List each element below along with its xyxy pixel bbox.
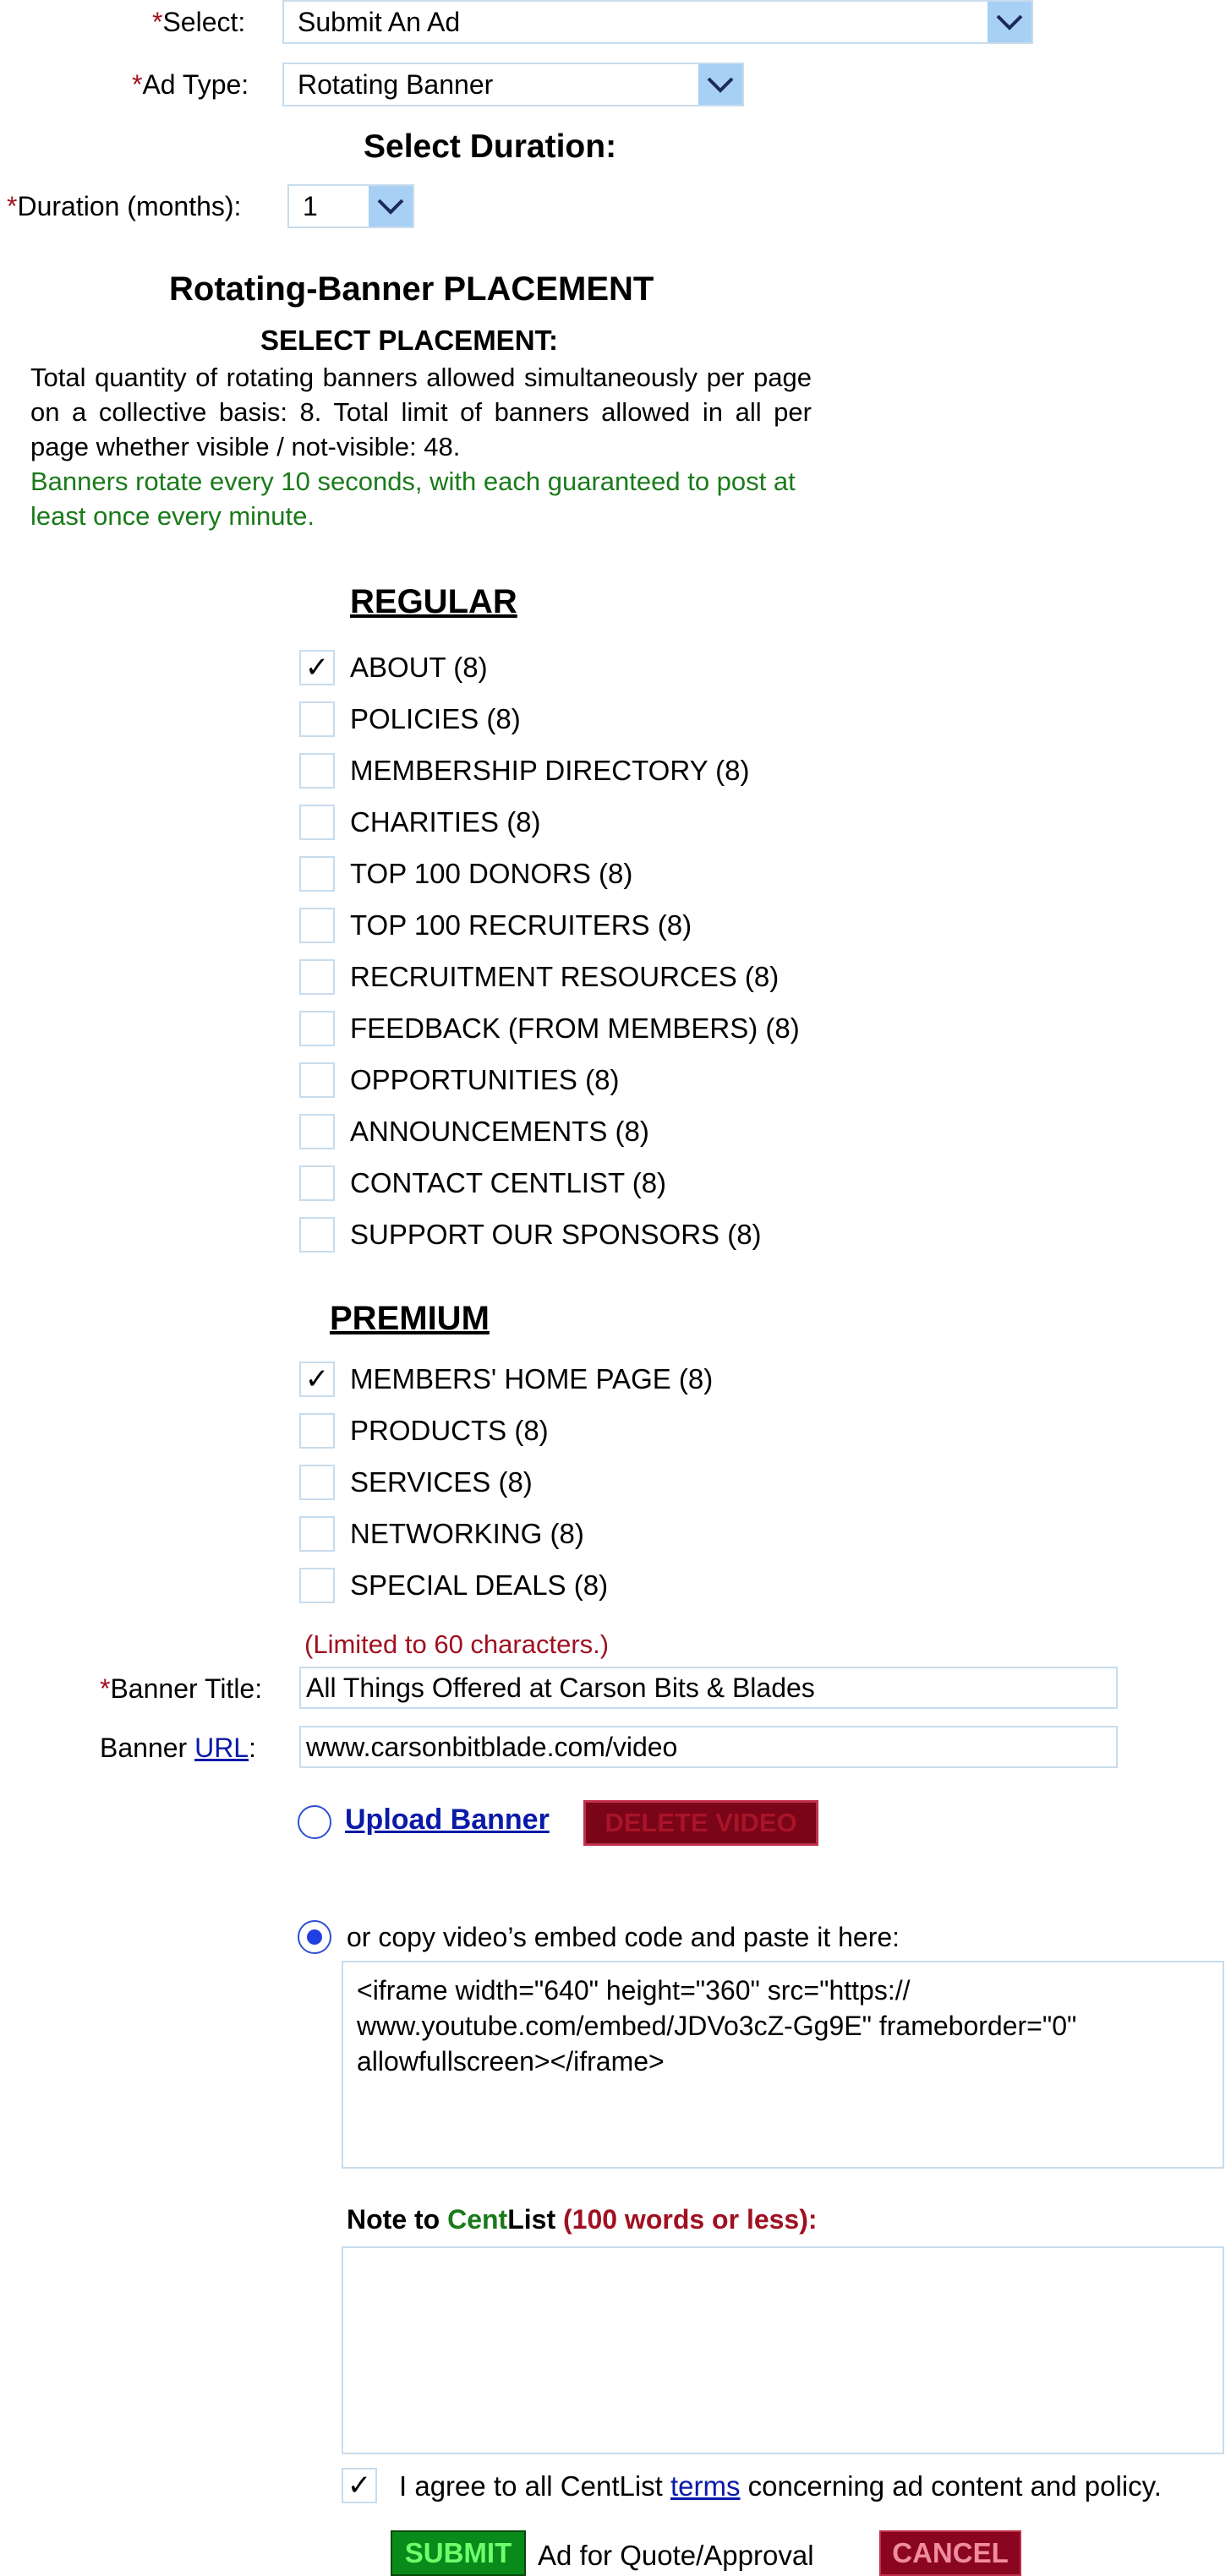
agree-text: I agree to all CentList terms concerning…: [399, 2470, 1162, 2502]
regular-placement-checkbox[interactable]: [299, 1062, 335, 1098]
premium-placement-option[interactable]: NETWORKING (8): [299, 1515, 584, 1553]
regular-placement-option[interactable]: TOP 100 DONORS (8): [299, 855, 632, 892]
duration-value: 1: [303, 191, 318, 221]
regular-placement-label: TOP 100 DONORS (8): [350, 858, 633, 889]
submit-suffix-text: Ad for Quote/Approval: [538, 2540, 814, 2571]
regular-placement-label: CONTACT CENTLIST (8): [350, 1167, 667, 1198]
regular-placement-option[interactable]: POLICIES (8): [299, 701, 521, 738]
regular-placement-label: POLICIES (8): [350, 703, 521, 734]
chevron-down-icon[interactable]: [988, 2, 1031, 42]
duration-dropdown[interactable]: 1: [287, 184, 414, 228]
check-icon: ✓: [304, 1363, 330, 1395]
upload-banner-radio[interactable]: [298, 1805, 331, 1839]
agree-checkbox[interactable]: ✓: [342, 2468, 377, 2503]
regular-placement-label: TOP 100 RECRUITERS (8): [350, 909, 692, 941]
select-dropdown[interactable]: Submit An Ad: [282, 0, 1033, 44]
regular-placement-option[interactable]: TOP 100 RECRUITERS (8): [299, 907, 692, 944]
check-icon: ✓: [304, 652, 330, 684]
ad-type-label: *Ad Type:: [132, 69, 249, 100]
premium-placement-checkbox[interactable]: [299, 1465, 335, 1500]
regular-placement-label: FEEDBACK (FROM MEMBERS) (8): [350, 1012, 800, 1044]
delete-video-button[interactable]: DELETE VIDEO: [583, 1800, 818, 1846]
embed-code-radio[interactable]: [298, 1920, 331, 1954]
premium-placement-option[interactable]: PRODUCTS (8): [299, 1412, 549, 1449]
regular-placement-checkbox[interactable]: [299, 1011, 335, 1046]
premium-placement-label: NETWORKING (8): [350, 1518, 584, 1549]
duration-label: *Duration (months):: [7, 191, 242, 221]
regular-placement-label: ABOUT (8): [350, 652, 488, 683]
regular-placement-checkbox[interactable]: [299, 959, 335, 995]
regular-placement-checkbox[interactable]: [299, 1165, 335, 1201]
regular-placement-option[interactable]: CHARITIES (8): [299, 804, 541, 841]
banner-url-label: Banner URL:: [100, 1733, 256, 1763]
premium-placement-checkbox[interactable]: ✓: [299, 1362, 335, 1397]
regular-placement-checkbox[interactable]: [299, 701, 335, 737]
submit-button[interactable]: SUBMIT: [391, 2530, 526, 2576]
select-value: Submit An Ad: [298, 7, 461, 37]
check-icon: ✓: [347, 2470, 372, 2502]
premium-placement-label: SPECIAL DEALS (8): [350, 1569, 609, 1601]
regular-placement-checkbox[interactable]: [299, 1114, 335, 1149]
ad-type-dropdown[interactable]: Rotating Banner: [282, 63, 744, 106]
regular-placement-checkbox[interactable]: ✓: [299, 650, 335, 685]
banner-url-input[interactable]: www.carsonbitblade.com/video: [299, 1726, 1118, 1768]
regular-placement-label: OPPORTUNITIES (8): [350, 1064, 620, 1095]
chevron-down-icon[interactable]: [698, 64, 742, 105]
ad-type-value: Rotating Banner: [298, 69, 494, 100]
duration-heading: Select Duration:: [364, 128, 617, 165]
regular-placement-checkbox[interactable]: [299, 805, 335, 840]
premium-placement-option[interactable]: SERVICES (8): [299, 1464, 533, 1501]
regular-placement-option[interactable]: OPPORTUNITIES (8): [299, 1062, 619, 1099]
banner-title-label: *Banner Title:: [100, 1673, 263, 1704]
select-label: *Select:: [152, 7, 246, 37]
cancel-button[interactable]: CANCEL: [879, 2530, 1021, 2576]
regular-placement-checkbox[interactable]: [299, 908, 335, 943]
premium-placement-checkbox[interactable]: [299, 1516, 335, 1552]
regular-placement-label: ANNOUNCEMENTS (8): [350, 1116, 649, 1147]
url-link[interactable]: URL: [194, 1733, 249, 1763]
banner-limit-note: (Limited to 60 characters.): [304, 1629, 610, 1659]
premium-title: PREMIUM: [330, 1300, 490, 1337]
premium-placement-label: MEMBERS' HOME PAGE (8): [350, 1363, 714, 1394]
note-label: Note to CentList (100 words or less):: [347, 2204, 818, 2235]
premium-placement-option[interactable]: ✓ MEMBERS' HOME PAGE (8): [299, 1361, 713, 1398]
placement-info: Total quantity of rotating banners allow…: [30, 363, 812, 461]
regular-placement-checkbox[interactable]: [299, 753, 335, 789]
note-textarea[interactable]: [342, 2246, 1224, 2454]
placement-subtitle: SELECT PLACEMENT:: [260, 325, 559, 356]
regular-placement-label: CHARITIES (8): [350, 806, 541, 838]
banner-title-input[interactable]: All Things Offered at Carson Bits & Blad…: [299, 1667, 1118, 1709]
regular-placement-label: MEMBERSHIP DIRECTORY (8): [350, 755, 750, 786]
chevron-down-icon[interactable]: [369, 186, 413, 226]
placement-title: Rotating-Banner PLACEMENT: [169, 270, 654, 308]
premium-placement-checkbox[interactable]: [299, 1413, 335, 1449]
regular-placement-option[interactable]: ANNOUNCEMENTS (8): [299, 1113, 649, 1150]
regular-placement-checkbox[interactable]: [299, 856, 335, 892]
embed-code-textarea[interactable]: <iframe width="640" height="360" src="ht…: [342, 1961, 1224, 2169]
regular-placement-option[interactable]: ✓ ABOUT (8): [299, 649, 488, 686]
regular-placement-option[interactable]: CONTACT CENTLIST (8): [299, 1165, 666, 1202]
premium-placement-label: SERVICES (8): [350, 1466, 533, 1498]
regular-placement-option[interactable]: SUPPORT OUR SPONSORS (8): [299, 1216, 762, 1253]
premium-placement-checkbox[interactable]: [299, 1568, 335, 1603]
regular-placement-option[interactable]: MEMBERSHIP DIRECTORY (8): [299, 752, 750, 789]
regular-placement-option[interactable]: FEEDBACK (FROM MEMBERS) (8): [299, 1010, 800, 1047]
regular-placement-label: SUPPORT OUR SPONSORS (8): [350, 1219, 762, 1250]
terms-link[interactable]: terms: [670, 2470, 741, 2502]
regular-placement-label: RECRUITMENT RESOURCES (8): [350, 961, 780, 992]
rotation-note: Banners rotate every 10 seconds, with ea…: [30, 467, 796, 531]
regular-title: REGULAR: [350, 583, 517, 620]
regular-placement-checkbox[interactable]: [299, 1217, 335, 1253]
premium-placement-label: PRODUCTS (8): [350, 1415, 549, 1446]
premium-placement-option[interactable]: SPECIAL DEALS (8): [299, 1567, 608, 1604]
regular-placement-option[interactable]: RECRUITMENT RESOURCES (8): [299, 958, 779, 996]
upload-banner-link[interactable]: Upload Banner: [345, 1804, 550, 1836]
embed-code-label: or copy video’s embed code and paste it …: [347, 1922, 900, 1952]
